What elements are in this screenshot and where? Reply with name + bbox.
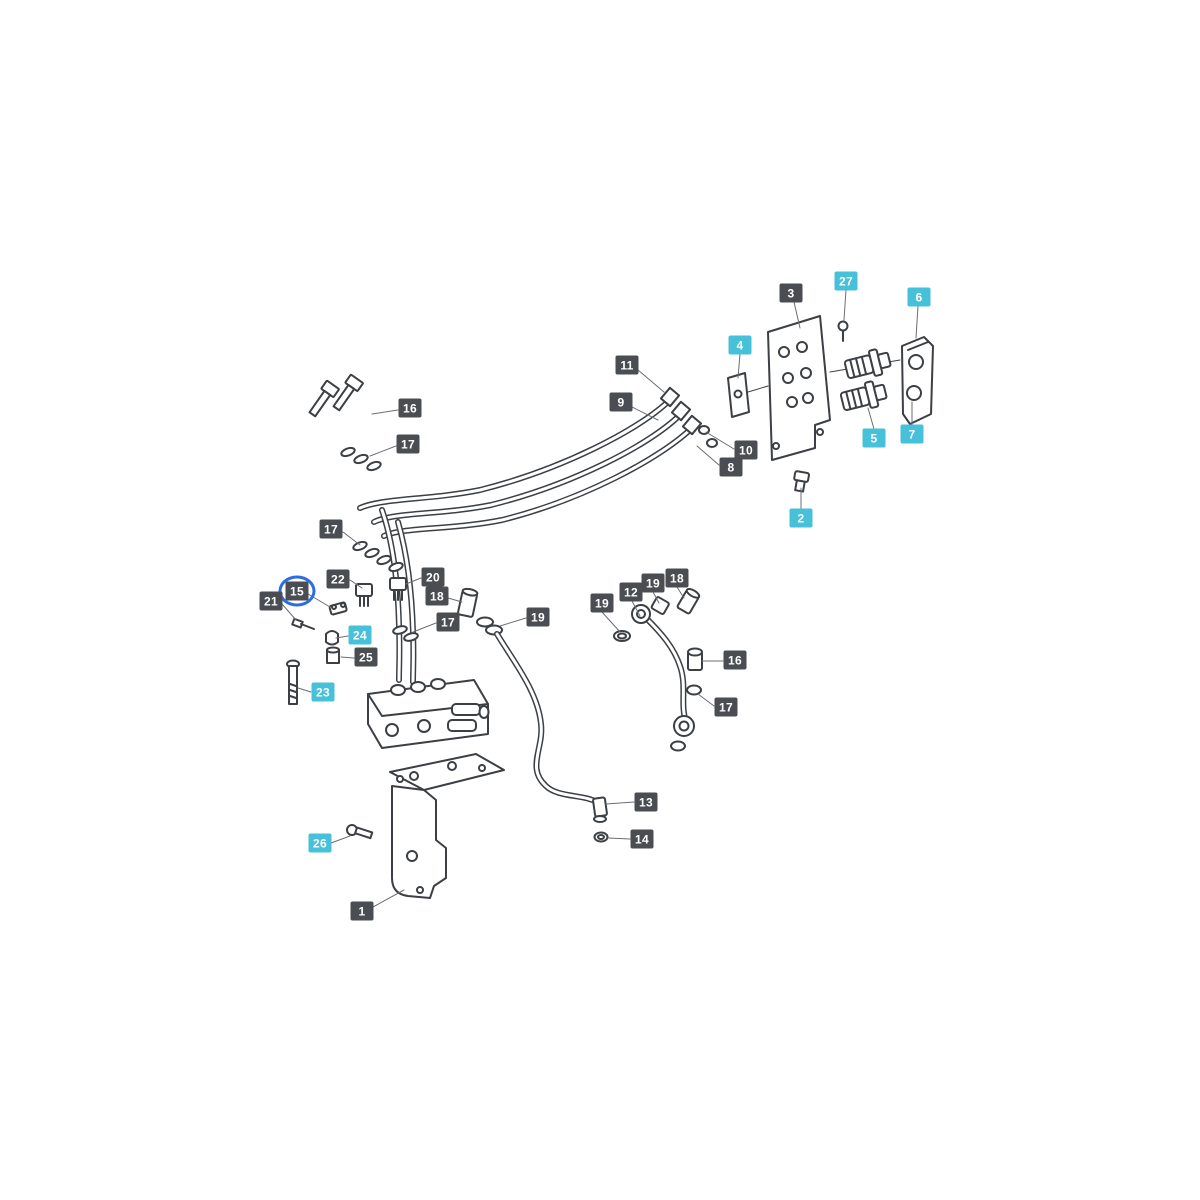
o-ring-14	[593, 831, 609, 843]
screw-27	[837, 320, 849, 342]
clamp-parts	[291, 601, 348, 664]
valve-block	[367, 678, 490, 749]
coupler-bracket-6-7	[901, 336, 934, 425]
hose-13	[494, 631, 608, 823]
leader-lines	[281, 289, 919, 908]
mounting-plate	[747, 315, 901, 461]
elbow-18-left	[457, 587, 479, 618]
bolt-23	[286, 659, 300, 705]
bolt-2	[793, 470, 810, 493]
adapter-fittings-20-22	[355, 577, 407, 607]
o-rings-17-top	[340, 446, 382, 472]
mounting-bracket-1	[389, 753, 505, 899]
banjo-hose-12	[613, 587, 703, 752]
spacer-plate-4	[727, 372, 750, 418]
bolt-26	[346, 824, 374, 840]
o-rings-17-valve	[392, 625, 419, 642]
o-rings-17-mid	[352, 540, 404, 573]
bolts-16	[308, 373, 364, 418]
hydraulic-pipes	[357, 386, 718, 685]
quick-couplers-5	[839, 348, 892, 411]
